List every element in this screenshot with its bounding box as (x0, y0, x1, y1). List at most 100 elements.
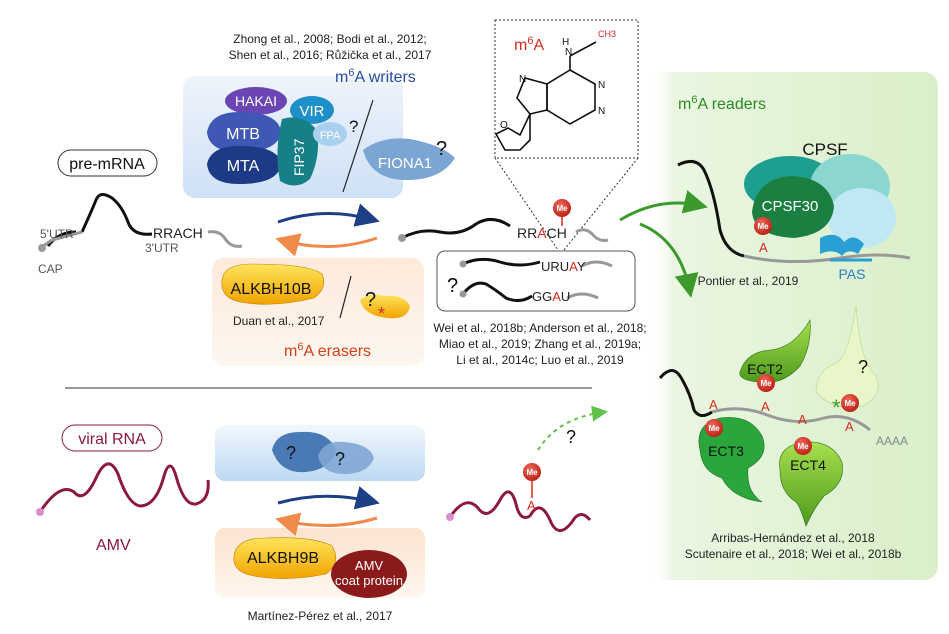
adenosine-structure (494, 41, 597, 151)
alkbh9b-ref: Martínez-Pérez et al., 2017 (248, 609, 393, 623)
writers-slash (342, 99, 374, 193)
cpsf-a: A (759, 240, 768, 255)
nucleoside-label: m6A (514, 35, 544, 54)
amine-h: H (562, 37, 569, 48)
reader-arrow-cpsf (619, 190, 708, 222)
unknown-eraser-mark: ? (365, 289, 376, 311)
premrna-utr3 (207, 230, 243, 248)
amine-n: N (565, 47, 572, 58)
viral-rna-label-box (61, 424, 163, 452)
methylated-motif: RRACH (517, 225, 567, 241)
methylated-viral-strand-tail (528, 506, 592, 532)
ect2-label: ECT2 (747, 361, 783, 377)
motif1-strand (462, 257, 541, 267)
other-motifs-refs-line1: Wei et al., 2018b; Anderson et al., 2018… (433, 321, 646, 335)
readers-heading: m6A readers (678, 94, 766, 113)
fpa-protein (313, 122, 347, 146)
alkbh10b-protein (221, 263, 325, 305)
other-motifs-box (436, 250, 636, 312)
ect-refs-line1: Arribas-Hernández et al., 2018 (711, 531, 875, 545)
alkbh9b-protein (233, 537, 337, 579)
motif1-label: URUAY (541, 259, 586, 274)
viral-fate-unknown: ? (566, 427, 576, 447)
hakai-protein (225, 87, 287, 115)
cap-label: CAP (38, 262, 63, 276)
hakai-label: HAKAI (235, 93, 277, 109)
ect2-protein (739, 319, 811, 383)
utr3-label: 3'UTR (145, 241, 179, 255)
methyl-badge-icon (553, 199, 571, 217)
viral-rna-label: viral RNA (78, 431, 146, 448)
mta-protein (207, 146, 281, 184)
amv-cap-icon (36, 508, 44, 516)
demethylation-arrow (275, 233, 378, 257)
amv-label: AMV (96, 537, 131, 554)
cpsf-utr3 (743, 253, 911, 264)
fiona1-label: FIONA1 (378, 155, 432, 172)
ring-n3: N (598, 106, 605, 117)
cpsf-methyl-icon (754, 217, 772, 235)
ect3-label: ECT3 (708, 443, 744, 459)
writer-complex: HAKAI MTB MTA VIR FIP37 FPA ? FIONA1 ? (207, 87, 455, 193)
other-motifs-unknown: ? (447, 275, 458, 297)
other-motifs-refs-line3: Li et al., 2014c; Luo et al., 2019 (456, 353, 624, 367)
methylated-viral-cap-icon (446, 513, 454, 521)
cpsf-ref: Pontier et al., 2019 (698, 274, 799, 288)
coat-protein-line2: coat protein (335, 573, 403, 588)
methylation-arrow (277, 203, 380, 227)
ect4-methyl-icon (794, 437, 812, 455)
erasers-slash (339, 275, 352, 319)
motif2-strand (461, 281, 533, 303)
ring-o: O (500, 120, 508, 131)
other-motifs-refs-line2: Miao et al., 2019; Zhang et al., 2019a; (439, 337, 641, 351)
amv-strand (38, 462, 210, 513)
rrach-motif: RRACH (153, 225, 203, 241)
ect2-site-a: A (761, 399, 770, 414)
viral-unknown-writer-2 (318, 441, 374, 474)
utr5-label: 5'UTR (40, 227, 74, 241)
unknown-eraser-asterisk: * (378, 304, 385, 324)
ect4-label: ECT4 (790, 457, 826, 473)
premrna-strand (46, 193, 153, 247)
ect2-methyl-label: Me (760, 379, 772, 388)
vir-protein (290, 96, 334, 124)
erasers-heading: m6A erasers (284, 341, 371, 360)
ect4-site-a: A (798, 412, 807, 427)
alkbh10b-label: ALKBH10B (231, 281, 312, 298)
zoom-line-right (563, 157, 639, 251)
alkbh9b-label: ALKBH9B (247, 550, 319, 567)
vir-label: VIR (299, 103, 324, 120)
coat-protein-line1: AMV (355, 558, 384, 573)
ect3-methyl-icon (705, 419, 723, 437)
writers-refs-line1: Zhong et al., 2008; Bodi et al., 2012; (233, 32, 426, 46)
mtb-label: MTB (226, 126, 260, 143)
ect3-site-a: A (709, 397, 718, 412)
fpa-unknown: ? (349, 117, 358, 136)
premrna-label-box (57, 149, 158, 177)
fip37-protein (277, 117, 318, 186)
unknown-reader-protein (815, 305, 879, 408)
ect2-methyl-icon (757, 374, 775, 392)
unknown-eraser-protein (360, 294, 410, 319)
unknown-reader-site-a: A (845, 419, 854, 434)
viral-methylation-arrow (277, 486, 380, 510)
methyl-badge-label: Me (556, 204, 568, 213)
polya-label: AAAA (876, 434, 908, 448)
viral-unknown-writer-1 (272, 431, 336, 473)
cpsf-methyl-label: Me (757, 222, 769, 231)
motif2-utr3 (566, 292, 599, 300)
methylated-utr3 (575, 228, 609, 242)
methylated-cap-icon (398, 234, 406, 242)
motif1-cap-icon (459, 260, 467, 268)
motif1-utr3 (581, 260, 613, 268)
writers-heading: m6A writers (335, 67, 416, 86)
cpsf-strand (677, 159, 745, 258)
fiona1-unknown: ? (436, 138, 447, 160)
alkbh10b-ref: Duan et al., 2017 (233, 314, 325, 328)
fip37-label: FIP37 (291, 138, 307, 176)
methylated-viral-strand (448, 490, 531, 519)
ring-n7: N (519, 74, 526, 85)
cpsf-label: CPSF (802, 140, 847, 159)
ring-n1: N (598, 80, 605, 91)
unknown-reader-mark: ? (858, 357, 868, 377)
